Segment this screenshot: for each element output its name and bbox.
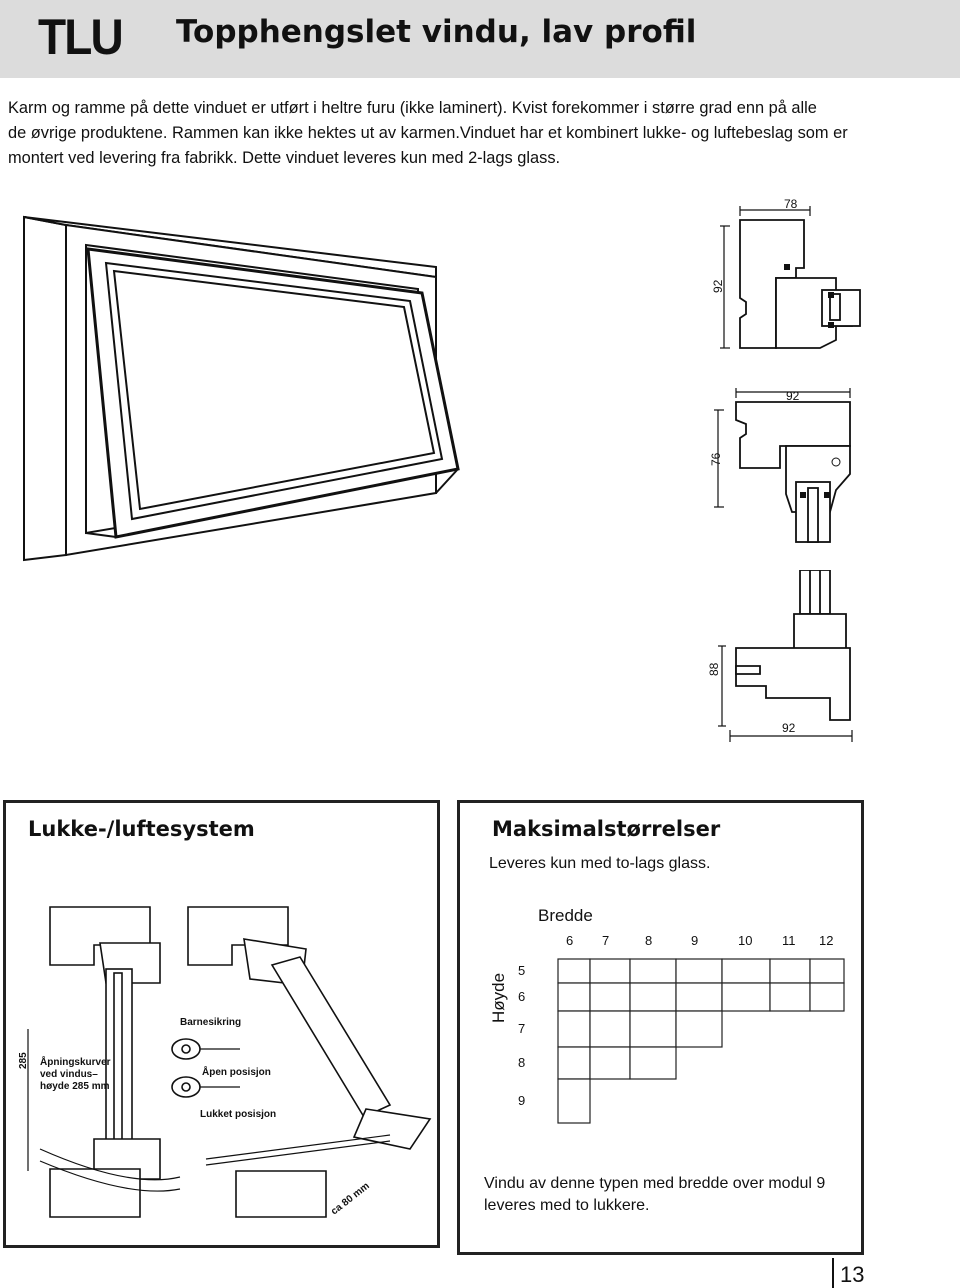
grid-cell [769,982,811,1012]
grid-cell [769,958,811,984]
closed-position-label: Lukket posisjon [200,1109,276,1120]
curve-label-2: ved vindus– [40,1069,98,1080]
grid-cell [557,1046,591,1080]
intro-line: de øvrige produktene. Rammen kan ikke he… [8,124,848,142]
width-module-label: 7 [602,933,609,948]
grid-cell [557,958,591,984]
width-module-label: 9 [691,933,698,948]
width-axis-label: Bredde [538,906,593,925]
height-module-label: 7 [518,1021,525,1036]
page-title: Topphengslet vindu, lav profil [176,14,697,50]
height-module-label: 9 [518,1093,525,1108]
grid-cell [675,1010,723,1048]
child-lock-label: Barnesikring [180,1017,241,1028]
product-code-logo: TLU [38,9,124,65]
dim-width-middle: 92 [786,389,800,403]
width-module-label: 12 [819,933,833,948]
height-module-label: 8 [518,1055,525,1070]
max-size-subtitle: Leveres kun med to-lags glass. [489,855,711,872]
grid-cell [675,982,723,1012]
dim-height-top: 92 [711,279,725,293]
grid-cell [629,958,677,984]
dim-height-middle: 76 [709,452,723,466]
grid-cell [589,958,631,984]
profile-section-bottom: 88 92 [707,570,853,742]
closing-system-title: Lukke-/luftesystem [28,817,255,841]
grid-cell [629,982,677,1012]
grid-cell [809,958,845,984]
grid-cell [721,982,771,1012]
module-size-grid: Bredde Høyde 6 7 8 9 10 11 12 5 6 7 8 9 [489,906,845,1124]
height-module-label: 6 [518,989,525,1004]
window-illustration [23,215,460,562]
intro-line: Karm og ramme på dette vinduet er utført… [8,99,817,117]
curve-label-3: høyde 285 mm [40,1081,110,1092]
profile-section-middle: 92 76 [709,388,851,543]
grid-cell [675,958,723,984]
page-number-rule [832,1258,834,1288]
page-number: 13 [840,1262,865,1287]
grid-cell [629,1010,677,1048]
height-module-label: 5 [518,963,525,978]
grid-cell [557,1078,591,1124]
width-module-label: 6 [566,933,573,948]
max-size-note-2: leveres med to lukkere. [484,1197,650,1214]
header-bar: TLU Topphengslet vindu, lav profil [0,0,960,78]
open-position-label: Åpen posisjon [202,1065,271,1078]
intro-line: montert ved levering fra fabrikk. Dette … [8,149,561,167]
grid-cell [589,1046,631,1080]
profile-section-top: 78 92 [711,198,861,349]
width-module-label: 11 [782,933,796,948]
curve-label-1: Åpningskurver [40,1055,111,1068]
grid-cell [721,958,771,984]
max-size-box: Maksimalstørrelser Leveres kun med to-la… [457,800,864,1255]
closing-system-diagram: 285 Åpningskurver ved vindus– høyde 285 … [18,906,432,1218]
grid-cell [589,1010,631,1048]
grid-cell [557,1010,591,1048]
dim-height-bottom: 88 [707,662,721,676]
width-module-label: 10 [738,933,752,948]
grid-cell [557,982,591,1012]
dim-285: 285 [18,1052,29,1069]
grid-cell [629,1046,677,1080]
dim-width-top: 78 [784,198,798,211]
max-size-title: Maksimalstørrelser [492,817,721,841]
intro-paragraph: Karm og ramme på dette vinduet er utført… [8,96,956,171]
grid-cell [809,982,845,1012]
grid-cell [589,982,631,1012]
dim-width-bottom: 92 [782,721,796,735]
height-axis-label: Høyde [489,973,508,1023]
closing-system-box: Lukke-/luftesystem [3,800,440,1248]
width-module-label: 8 [645,933,652,948]
max-size-note-1: Vindu av denne typen med bredde over mod… [484,1175,826,1192]
opening-distance-label: ca 80 mm [329,1181,372,1218]
